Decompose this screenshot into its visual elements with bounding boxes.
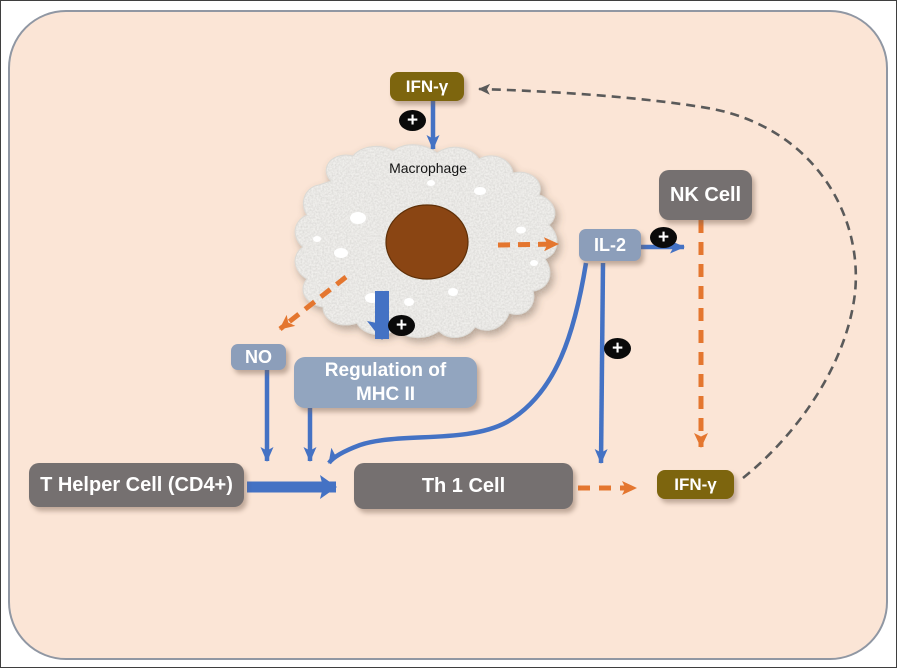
node-no: NO: [231, 344, 286, 370]
plus-sign-badge: +: [399, 110, 426, 131]
arrow-macrophage-to-no: [278, 275, 348, 331]
node-t-helper-cell: T Helper Cell (CD4+): [29, 463, 244, 507]
macrophage-label: Macrophage: [389, 160, 467, 176]
node-mhc-regulation: Regulation of MHC II: [294, 357, 477, 408]
plus-sign-badge: +: [388, 315, 415, 336]
plus-sign-badge: +: [604, 338, 631, 359]
arrow-il2-to-th1-output: [594, 262, 608, 464]
macrophage-nucleus: [385, 204, 469, 280]
arrow-ifngamma-feedback-loop: [478, 83, 858, 480]
arrow-macrophage-to-il2: [497, 237, 559, 252]
arrow-il2-to-thelper-curve: [327, 262, 589, 465]
macrophage-cell: [295, 145, 557, 338]
node-ifn-gamma-bottom: IFN-γ: [657, 470, 734, 499]
node-th1-cell: Th 1 Cell: [354, 463, 573, 509]
node-nk-cell: NK Cell: [659, 170, 752, 220]
plus-sign-badge: +: [650, 227, 677, 248]
node-ifn-gamma-top: IFN-γ: [390, 72, 464, 101]
node-il-2: IL-2: [579, 229, 641, 261]
